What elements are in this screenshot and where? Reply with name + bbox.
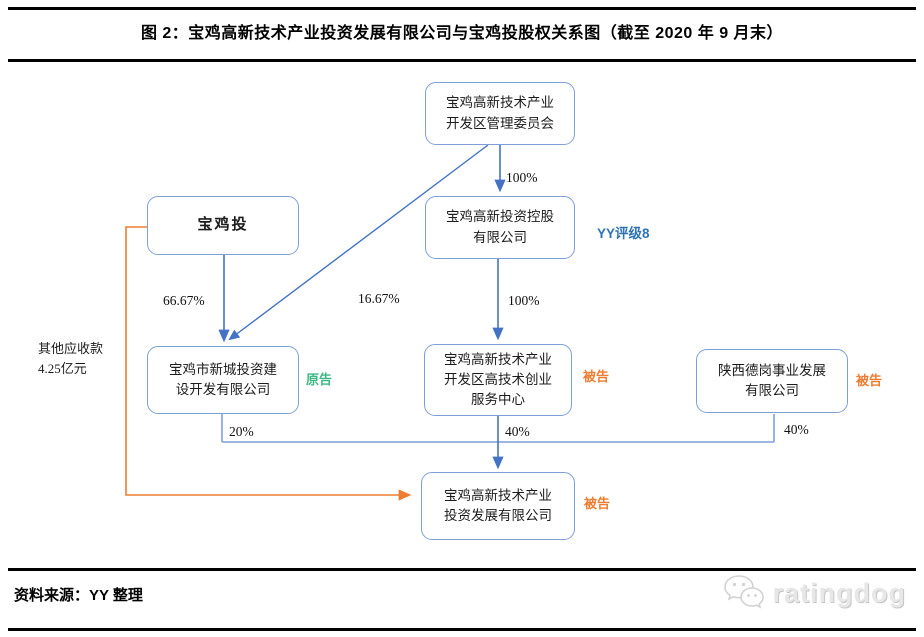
figure-title: 图 2：宝鸡高新技术产业投资发展有限公司与宝鸡投股权关系图（截至 2020 年 …	[140, 25, 784, 42]
label-pct-committee-xincheng: 16.67%	[358, 291, 400, 306]
label-yy-rating: YY评级8	[597, 226, 650, 241]
label-defendant-degang: 被告	[856, 373, 883, 388]
label-pct-baojitou-xincheng: 66.67%	[163, 293, 205, 308]
footer-top-rule	[8, 568, 916, 571]
ratingdog-watermark: ratingdog	[721, 574, 906, 612]
footer-bottom-rule	[8, 628, 916, 631]
label-plaintiff-xincheng: 原告	[306, 372, 333, 387]
node-baojitou: 宝鸡投	[147, 196, 299, 255]
node-holding: 宝鸡高新投资控股 有限公司	[425, 196, 575, 259]
title-bottom-rule	[8, 59, 916, 62]
wechat-icon	[723, 575, 764, 609]
source-note: 资料来源：YY 整理	[14, 587, 143, 604]
watermark-text: ratingdog	[772, 577, 906, 608]
label-other-receivables: 其他应收款 4.25亿元	[38, 341, 104, 376]
node-target-company: 宝鸡高新技术产业 投资发展有限公司	[421, 472, 575, 540]
label-pct-degang-target: 40%	[784, 422, 809, 437]
label-pct-xincheng-target: 20%	[229, 424, 254, 439]
label-pct-holding-service: 100%	[508, 293, 540, 308]
edge-baojitou-receivable-target	[125, 226, 412, 501]
node-degang: 陕西德岗事业发展 有限公司	[696, 349, 848, 413]
label-defendant-service: 被告	[583, 369, 610, 384]
edge-committee-xincheng	[228, 144, 489, 341]
label-pct-service-target: 40%	[505, 424, 530, 439]
node-service-center: 宝鸡高新技术产业 开发区高技术创业 服务中心	[424, 344, 572, 416]
label-pct-committee-holding: 100%	[506, 170, 538, 185]
label-defendant-target: 被告	[584, 496, 611, 511]
node-xincheng: 宝鸡市新城投资建 设开发有限公司	[147, 346, 299, 414]
node-committee: 宝鸡高新技术产业 开发区管理委员会	[425, 82, 575, 145]
top-rule	[8, 7, 916, 10]
